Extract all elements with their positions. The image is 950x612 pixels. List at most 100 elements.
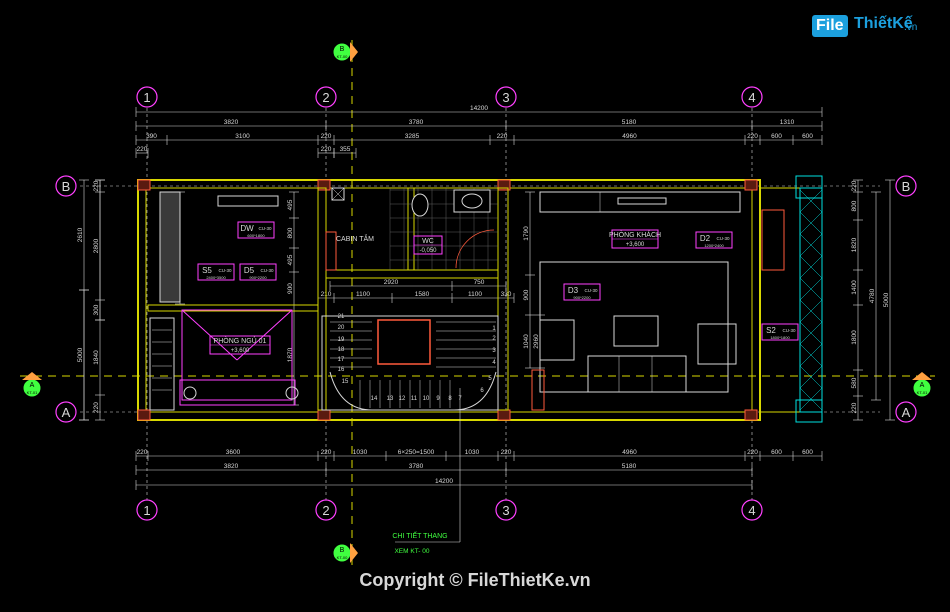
- balcony-wall: [759, 187, 801, 413]
- axis-bubble-3-top-label: 3: [502, 90, 509, 105]
- cabin-door: [325, 231, 337, 271]
- tag-d2-size: 1200*2400: [704, 243, 724, 248]
- dim-bottom-row1-text: 220: [747, 449, 758, 456]
- stair-step-5: 5: [488, 376, 492, 382]
- section-marker-b-bottom-letter: B: [340, 547, 345, 554]
- living-door: [531, 369, 545, 411]
- dim-stair-width-text: 750: [474, 279, 485, 286]
- column-1: [317, 179, 331, 191]
- axis-bubble-3-top: [495, 86, 517, 108]
- dim-bottom-row1-text: 4960: [622, 449, 637, 456]
- balcony-hatch2: [799, 299, 823, 323]
- balcony-hatch2: [799, 387, 823, 411]
- column-7: [744, 409, 758, 421]
- tag-dw-code: DW: [240, 224, 254, 233]
- dim-left-mid-text: 1870: [287, 347, 294, 362]
- axis-bubble-a-right: [895, 401, 917, 423]
- dim-right-inner-text: 220: [851, 180, 858, 191]
- dim-top-355-text: 355: [340, 146, 351, 153]
- tag-dw-box: [237, 221, 275, 239]
- dim-bottom-row1-text: 600: [802, 449, 813, 456]
- balcony-hatch2: [799, 343, 823, 367]
- dim-bottom-row2-text: 5180: [622, 463, 637, 470]
- tag-dw-sub: CU-30: [258, 226, 272, 231]
- living-rug: [539, 261, 729, 393]
- stair-step-10: 10: [423, 396, 430, 402]
- axis-bubble-1-bottom-label: 1: [143, 503, 150, 518]
- stair-step-3: 3: [492, 348, 496, 354]
- tag-d5-size: 900*2200: [249, 275, 267, 280]
- stair-step-8: 8: [448, 396, 452, 402]
- room-bedroom-level: +3,600: [231, 348, 250, 354]
- dim-top-row2-text: 5180: [622, 119, 637, 126]
- bedroom-bed: [181, 309, 293, 401]
- dim-right-outer2-text: 4780: [869, 288, 876, 303]
- tag-d3-code: D3: [568, 286, 579, 295]
- section-marker-b-bottom-sheet: KT-00: [337, 555, 348, 560]
- dim-left-mid-text: 495: [287, 254, 294, 265]
- axis-bubble-a-left: [55, 401, 77, 423]
- tag-d5-code: D5: [244, 266, 255, 275]
- stair-void: [377, 319, 431, 365]
- dim-right-inner-text: 1800: [851, 330, 858, 345]
- tag-s5-size: 2400*3500: [206, 275, 226, 280]
- tag-d2-code: D2: [700, 234, 711, 243]
- room-wc-level: -0,050: [419, 248, 437, 254]
- balcony-door: [761, 209, 785, 271]
- dim-right-inner-text: 580: [851, 377, 858, 388]
- balcony-column-top: [795, 175, 823, 199]
- tag-s5-sub: CU-30: [218, 268, 232, 273]
- balcony-planter: [799, 187, 823, 413]
- dim-top-row3-text: 390: [146, 133, 157, 140]
- dim-left-inner-text: 220: [93, 402, 100, 413]
- section-marker-a-left-sheet: KT-01: [27, 390, 38, 395]
- section-arrow-b-bottom: [350, 543, 358, 563]
- dim-bottom-row1-text: 600: [771, 449, 782, 456]
- bedroom-wardrobe-top: [159, 191, 181, 303]
- axis-bubble-2-top-label: 2: [322, 90, 329, 105]
- axis-bubble-4-bottom: [741, 499, 763, 521]
- stair-curve-left: [329, 371, 373, 411]
- axis-bubble-1-top-label: 1: [143, 90, 150, 105]
- stair-step-6: 6: [480, 388, 484, 394]
- axis-bubble-2-bottom: [315, 499, 337, 521]
- tag-d5-sub: CU-30: [260, 268, 274, 273]
- wall-bedroom: [147, 304, 319, 312]
- bedroom-wardrobe: [149, 317, 175, 411]
- dim-top-total-text: 14200: [470, 105, 488, 112]
- stair-step-14: 14: [371, 396, 378, 402]
- stair-step-1: 1: [492, 326, 496, 332]
- dim-bottom-row1-text: 1030: [465, 449, 480, 456]
- dim-left-inner-text: 2800: [93, 238, 100, 253]
- dim-bottom-row1-text: 1030: [353, 449, 368, 456]
- dim-left-outer-total-text: 5000: [77, 347, 84, 362]
- axis-bubble-4-top-label: 4: [748, 90, 755, 105]
- tag-s5-code: S5: [202, 266, 212, 275]
- dim-top-small-a-text: 220: [137, 146, 148, 153]
- room-living-name: PHÒNG KHÁCH: [609, 230, 661, 239]
- wc-basin-counter: [453, 189, 491, 213]
- dim-top-row3-text: 3285: [405, 133, 420, 140]
- column-2: [497, 179, 511, 191]
- bed-diag2: [236, 309, 293, 361]
- dim-living-left-text: 1790: [523, 226, 530, 241]
- tag-d5-box: [239, 263, 277, 281]
- section-marker-a-right-letter: A: [920, 382, 925, 389]
- living-coffee-table: [613, 315, 659, 347]
- tag-d2-box: [695, 231, 733, 249]
- bedside-lamp-left: [183, 386, 197, 400]
- dim-top-small-b-text: 220: [321, 146, 332, 153]
- axis-bubble-3-bottom-label: 3: [502, 503, 509, 518]
- section-marker-b-top-letter: B: [340, 46, 345, 53]
- balcony-hatch2: [799, 189, 823, 213]
- site-logo: File ThiếtKế .vn: [812, 12, 922, 42]
- dim-top-row2-text: 1310: [780, 119, 795, 126]
- section-marker-b-top-sheet: KT-00: [337, 54, 348, 59]
- stair-step-19: 19: [338, 337, 345, 343]
- bedside-lamp-right: [285, 386, 299, 400]
- axis-bubble-2-top: [315, 86, 337, 108]
- section-arrow-b-top: [350, 42, 358, 62]
- axis-bubble-b-left-label: B: [62, 179, 71, 194]
- section-arrow-a-right: [912, 372, 932, 380]
- balcony-hatch2: [799, 277, 823, 301]
